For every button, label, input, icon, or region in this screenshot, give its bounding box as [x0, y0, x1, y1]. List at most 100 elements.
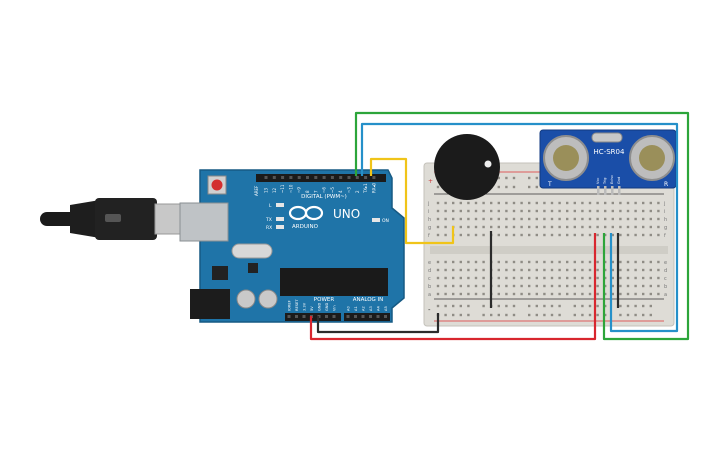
- breadboard-hole[interactable]: [459, 225, 462, 229]
- breadboard-hole[interactable]: [482, 209, 485, 213]
- breadboard-hole[interactable]: [619, 217, 622, 221]
- digital-pin-socket[interactable]: [355, 176, 359, 179]
- breadboard-hole[interactable]: [520, 233, 523, 237]
- breadboard-hole[interactable]: [444, 284, 447, 288]
- rail-hole[interactable]: [573, 313, 576, 317]
- breadboard-hole[interactable]: [550, 201, 554, 205]
- reset-button[interactable]: [211, 179, 223, 191]
- rail-hole[interactable]: [512, 176, 516, 180]
- breadboard-hole[interactable]: [649, 260, 652, 264]
- breadboard-hole[interactable]: [459, 260, 462, 264]
- breadboard-hole[interactable]: [528, 209, 531, 213]
- breadboard-hole[interactable]: [505, 233, 508, 237]
- rail-hole[interactable]: [528, 304, 531, 308]
- rail-hole[interactable]: [459, 304, 462, 308]
- breadboard-hole[interactable]: [520, 284, 523, 288]
- power-pin-socket[interactable]: [287, 315, 291, 318]
- breadboard-hole[interactable]: [596, 201, 599, 205]
- rail-hole[interactable]: [505, 185, 508, 189]
- breadboard-hole[interactable]: [459, 292, 462, 296]
- breadboard-hole[interactable]: [512, 217, 516, 221]
- breadboard-hole[interactable]: [596, 233, 599, 237]
- breadboard-hole[interactable]: [482, 233, 485, 237]
- breadboard-hole[interactable]: [604, 260, 607, 264]
- rail-hole[interactable]: [467, 313, 470, 317]
- breadboard-hole[interactable]: [573, 233, 576, 237]
- breadboard-hole[interactable]: [497, 209, 500, 213]
- breadboard-hole[interactable]: [535, 276, 538, 280]
- breadboard-hole[interactable]: [467, 292, 470, 296]
- analog-pin-socket[interactable]: [346, 315, 350, 318]
- breadboard-hole[interactable]: [619, 233, 622, 237]
- breadboard-hole[interactable]: [543, 233, 546, 237]
- wire-green-echo[interactable]: [354, 111, 690, 341]
- breadboard-hole[interactable]: [497, 284, 500, 288]
- breadboard-hole[interactable]: [459, 276, 462, 280]
- rail-hole[interactable]: [444, 313, 447, 317]
- breadboard-hole[interactable]: [619, 209, 622, 213]
- breadboard-hole[interactable]: [543, 225, 546, 229]
- rail-hole[interactable]: [535, 313, 538, 317]
- digital-pin-socket[interactable]: [314, 176, 318, 179]
- breadboard-hole[interactable]: [657, 268, 660, 272]
- breadboard-hole[interactable]: [467, 284, 470, 288]
- breadboard-hole[interactable]: [611, 233, 614, 237]
- breadboard-hole[interactable]: [459, 209, 462, 213]
- breadboard-hole[interactable]: [573, 201, 576, 205]
- breadboard-hole[interactable]: [459, 217, 462, 221]
- breadboard-hole[interactable]: [596, 260, 599, 264]
- breadboard-hole[interactable]: [497, 268, 500, 272]
- breadboard-hole[interactable]: [657, 292, 660, 296]
- breadboard-hole[interactable]: [490, 225, 493, 229]
- rail-hole[interactable]: [604, 313, 607, 317]
- breadboard-hole[interactable]: [596, 209, 599, 213]
- breadboard-hole[interactable]: [558, 260, 561, 264]
- breadboard-hole[interactable]: [642, 268, 645, 272]
- rail-hole[interactable]: [436, 185, 440, 189]
- breadboard-hole[interactable]: [604, 201, 607, 205]
- breadboard-hole[interactable]: [436, 217, 440, 221]
- breadboard-hole[interactable]: [543, 217, 546, 221]
- breadboard-hole[interactable]: [657, 284, 660, 288]
- breadboard-hole[interactable]: [543, 268, 546, 272]
- breadboard-hole[interactable]: [634, 201, 637, 205]
- breadboard-hole[interactable]: [649, 284, 652, 288]
- breadboard-hole[interactable]: [543, 209, 546, 213]
- breadboard-hole[interactable]: [588, 217, 592, 221]
- breadboard-hole[interactable]: [619, 225, 622, 229]
- breadboard-hole[interactable]: [566, 233, 569, 237]
- digital-pin-socket[interactable]: [306, 176, 309, 179]
- breadboard-hole[interactable]: [444, 233, 447, 237]
- breadboard-hole[interactable]: [436, 276, 440, 280]
- breadboard-hole[interactable]: [634, 284, 637, 288]
- analog-pin-socket[interactable]: [376, 315, 380, 318]
- breadboard-hole[interactable]: [596, 225, 599, 229]
- wire-blue-trig[interactable]: [360, 122, 679, 333]
- breadboard-hole[interactable]: [566, 268, 569, 272]
- breadboard-hole[interactable]: [649, 233, 652, 237]
- breadboard-hole[interactable]: [467, 217, 470, 221]
- breadboard-hole[interactable]: [444, 201, 447, 205]
- breadboard-hole[interactable]: [467, 201, 470, 205]
- breadboard-hole[interactable]: [581, 217, 584, 221]
- breadboard-hole[interactable]: [482, 284, 485, 288]
- breadboard-hole[interactable]: [657, 260, 660, 264]
- breadboard-hole[interactable]: [619, 276, 622, 280]
- rail-hole[interactable]: [482, 313, 485, 317]
- breadboard-hole[interactable]: [497, 276, 500, 280]
- rail-hole[interactable]: [634, 304, 637, 308]
- breadboard-hole[interactable]: [520, 201, 523, 205]
- breadboard-hole[interactable]: [611, 292, 614, 296]
- breadboard-holes[interactable]: [436, 176, 660, 317]
- rail-hole[interactable]: [482, 304, 485, 308]
- breadboard-hole[interactable]: [436, 209, 440, 213]
- breadboard-hole[interactable]: [550, 276, 554, 280]
- breadboard-hole[interactable]: [505, 225, 508, 229]
- breadboard-hole[interactable]: [566, 276, 569, 280]
- power-pin-socket[interactable]: [325, 315, 328, 318]
- breadboard-hole[interactable]: [558, 217, 561, 221]
- breadboard-hole[interactable]: [474, 225, 478, 229]
- breadboard-hole[interactable]: [566, 260, 569, 264]
